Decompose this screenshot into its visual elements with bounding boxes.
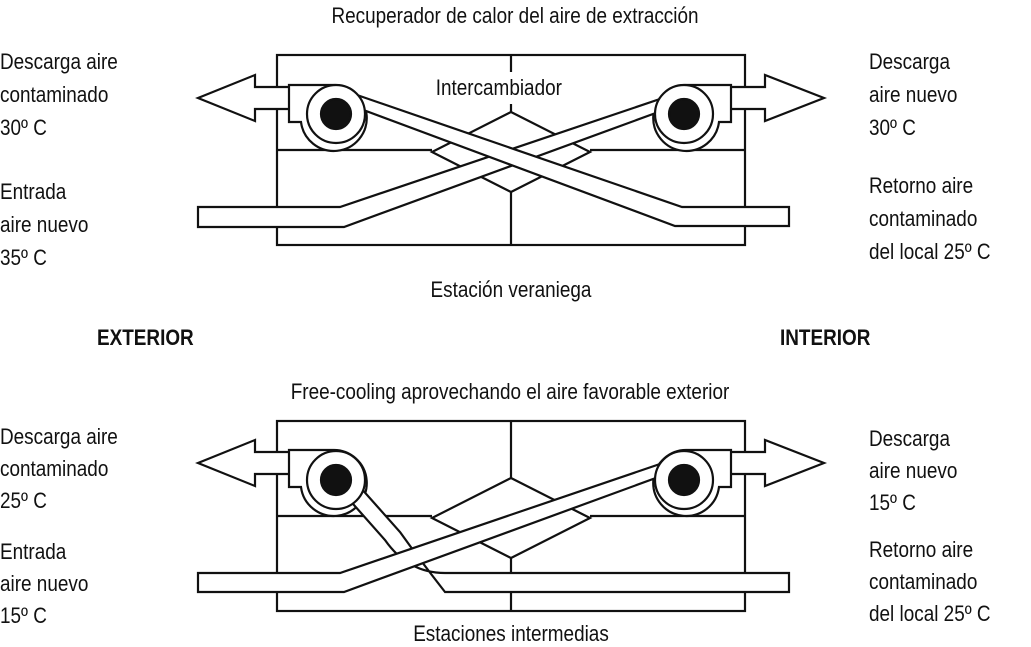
- top-title: Recuperador de calor del aire de extracc…: [331, 3, 699, 28]
- bottom-caption: Estaciones intermedias: [413, 621, 609, 646]
- bottom-right-top-line-2: aire nuevo: [869, 458, 958, 483]
- top-exchanger-label: Intercambiador: [434, 72, 564, 104]
- bottom-left-bottom-line-1: Entrada: [0, 539, 67, 564]
- bottom-right-bottom-line-3: del local 25º C: [869, 601, 991, 626]
- bottom-left-bottom-line-3: 15º C: [0, 603, 47, 628]
- bottom-right-top-line-1: Descarga: [869, 426, 950, 451]
- bottom-left-top-line-3: 25º C: [0, 488, 47, 513]
- top-left-top-line-1: Descarga aire: [0, 49, 118, 74]
- bottom-left-bottom-line-2: aire nuevo: [0, 571, 89, 596]
- top-right-top-line-2: aire nuevo: [869, 82, 958, 107]
- top-right-top-line-1: Descarga: [869, 49, 950, 74]
- top-right-fan-rotor: [667, 97, 701, 131]
- exterior-label: EXTERIOR: [97, 325, 194, 350]
- top-right-bottom-line-1: Retorno aire: [869, 173, 974, 198]
- bottom-unit: [195, 419, 828, 613]
- top-left-fan-rotor: [319, 97, 353, 131]
- bottom-right-bottom-line-2: contaminado: [869, 569, 978, 594]
- bottom-left-fan-rotor: [319, 463, 353, 497]
- bottom-right-fan-rotor: [667, 463, 701, 497]
- top-left-bottom-line-1: Entrada: [0, 179, 67, 204]
- top-fresh-outlet-arrow: [728, 73, 828, 123]
- bottom-left-top-line-1: Descarga aire: [0, 424, 118, 449]
- bottom-right-bottom-line-1: Retorno aire: [869, 537, 974, 562]
- top-exhaust-outlet-arrow: [195, 73, 292, 123]
- bottom-exhaust-outlet-arrow: [195, 438, 292, 488]
- top-caption: Estación veraniega: [430, 277, 592, 302]
- top-right-bottom-line-2: contaminado: [869, 206, 978, 231]
- top-left-bottom-line-3: 35º C: [0, 245, 47, 270]
- top-right-top-line-3: 30º C: [869, 115, 916, 140]
- top-right-bottom-line-3: del local 25º C: [869, 239, 991, 264]
- bottom-left-top-line-2: contaminado: [0, 456, 109, 481]
- top-left-bottom-line-2: aire nuevo: [0, 212, 89, 237]
- interior-label: INTERIOR: [780, 325, 871, 350]
- top-left-top-line-2: contaminado: [0, 82, 109, 107]
- top-left-top-line-3: 30º C: [0, 115, 47, 140]
- bottom-title: Free-cooling aprovechando el aire favora…: [290, 379, 730, 404]
- bottom-right-top-line-3: 15º C: [869, 490, 916, 515]
- bottom-fresh-outlet-arrow: [728, 438, 828, 488]
